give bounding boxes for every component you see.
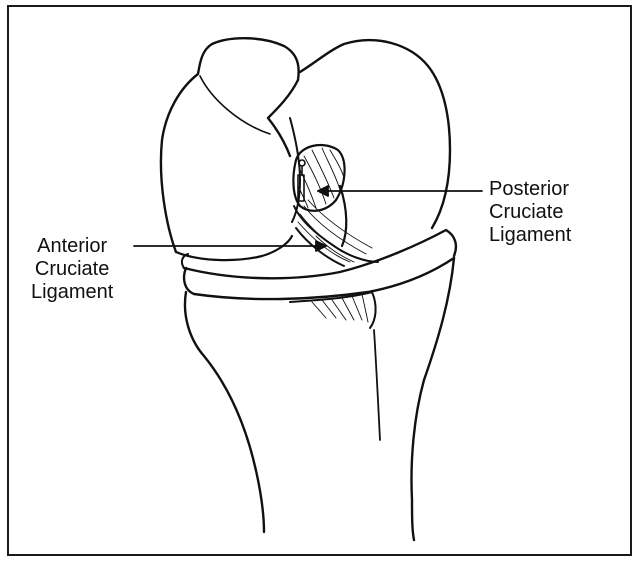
tibia-shaft-right — [412, 258, 455, 540]
acl-pointer-arrow — [134, 241, 326, 251]
lateral-condyle-lower-edge — [176, 236, 292, 260]
pcl-label-line-2: Cruciate — [489, 201, 571, 224]
pcl-label-line-1: Posterior — [489, 178, 571, 201]
tibia-crest — [374, 330, 380, 440]
femur-medial-condyle — [300, 40, 450, 228]
acl-label-line-3: Ligament — [31, 281, 113, 304]
acl-label-line-1: Anterior — [31, 235, 113, 258]
femur-lateral-condyle — [161, 38, 299, 252]
acl-label-line-2: Cruciate — [31, 258, 113, 281]
anterior-cruciate-ligament-label: Anterior Cruciate Ligament — [31, 235, 113, 304]
medial-condyle-lower-edge — [340, 186, 346, 246]
posterior-cruciate-ligament-label: Posterior Cruciate Ligament — [489, 178, 571, 247]
lateral-condyle-inner-ridge — [200, 76, 270, 134]
tibia-shaft-left — [185, 292, 264, 532]
tibial-plateau-top — [184, 230, 456, 278]
tibial-plateau-rim — [184, 258, 454, 299]
pcl-label-line-3: Ligament — [489, 224, 571, 247]
